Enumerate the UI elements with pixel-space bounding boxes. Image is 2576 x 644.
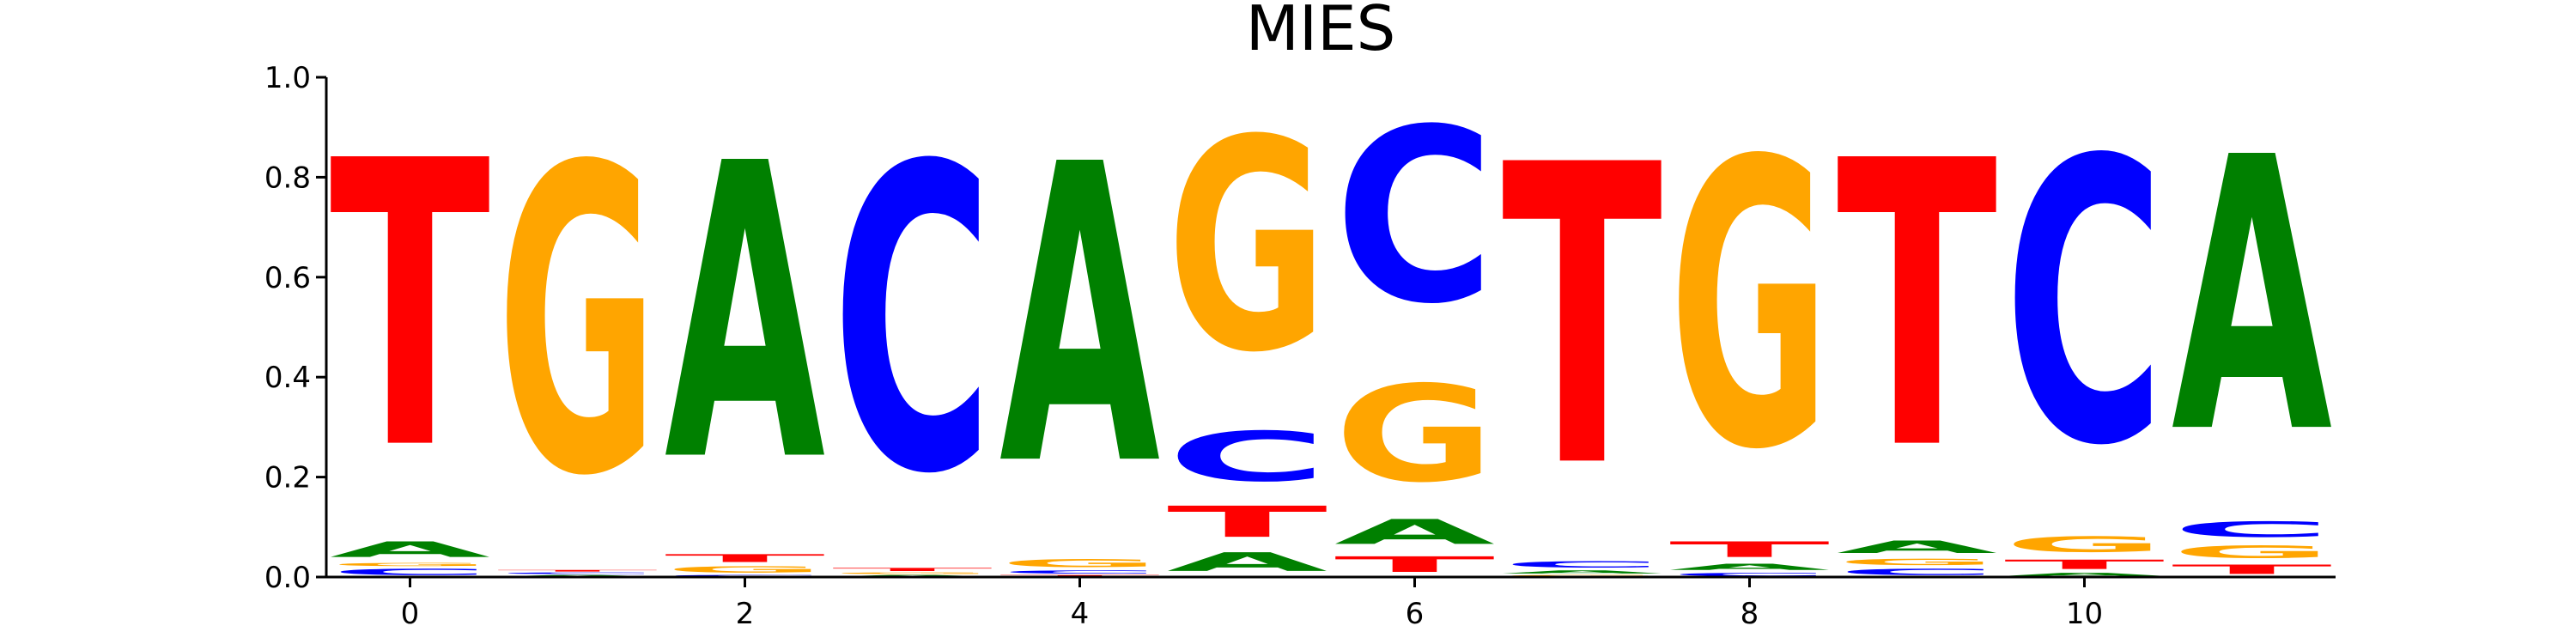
- logo-letter-A-pos-4: A: [999, 80, 1162, 556]
- logo-letter-A-pos-5: A: [1167, 547, 1327, 577]
- logo-letter-C-pos-1: C: [497, 572, 658, 574]
- logo-letter-A-pos-10: A: [2004, 572, 2165, 577]
- logo-letter-A-pos-9: A: [1837, 538, 1997, 557]
- logo-letter-C-pos-0: C: [330, 567, 490, 577]
- y-tick-label: 0.0: [264, 561, 311, 595]
- logo-letter-G-pos-8: G: [1669, 79, 1830, 537]
- logo-letter-G-pos-0: G: [330, 562, 490, 568]
- logo-letter-T-pos-7: T: [1502, 79, 1664, 559]
- logo-letter-T-pos-1: T: [497, 569, 658, 572]
- x-tick-label: 0: [401, 597, 420, 631]
- logo-letter-A-pos-11: A: [2172, 79, 2334, 516]
- logo-letter-C-pos-3: C: [832, 78, 993, 566]
- y-tick-label: 0.4: [264, 361, 311, 395]
- axes: 0.0 0.2 0.4 0.6 0.8 1.0 0 2 4 6 8 10: [264, 61, 2336, 631]
- logo-letter-G-pos-1: G: [497, 79, 658, 569]
- logo-letter-G-pos-11: G: [2172, 542, 2332, 562]
- logo-letter-A-pos-2: A: [665, 78, 827, 550]
- logo-letter-C-pos-9: C: [1837, 567, 1997, 577]
- logo-letter-A-pos-6: A: [1334, 512, 1495, 551]
- logo-letter-A-pos-7: A: [1502, 569, 1662, 574]
- logo-letter-T-pos-10: T: [2004, 557, 2165, 572]
- logo-letter-T-pos-0: T: [330, 78, 492, 535]
- logo-glyphs: CGATACTGCGTAAGTCTCGAATCGTAGCGACTCATGCGAT…: [330, 77, 2334, 577]
- y-tick-label: 1.0: [264, 61, 311, 95]
- logo-letter-T-pos-2: T: [665, 552, 825, 564]
- chart-title: MIES: [1246, 0, 1396, 64]
- logo-letter-A-pos-8: A: [1669, 562, 1830, 573]
- x-tick-label: 8: [1741, 597, 1759, 631]
- logo-letter-C-pos-4: C: [999, 569, 1160, 574]
- x-tick-label: 2: [736, 597, 755, 631]
- logo-letter-T-pos-11: T: [2172, 562, 2332, 577]
- x-tick-label: 6: [1406, 597, 1425, 631]
- logo-letter-C-pos-11: C: [2172, 517, 2332, 542]
- logo-letter-T-pos-8: T: [1669, 537, 1830, 562]
- logo-letter-C-pos-7: C: [1502, 560, 1662, 570]
- logo-letter-C-pos-6: C: [1334, 77, 1495, 355]
- logo-letter-T-pos-6: T: [1334, 552, 1495, 577]
- logo-letter-G-pos-3: G: [832, 572, 993, 574]
- logo-letter-A-pos-0: A: [330, 537, 490, 562]
- x-tick-label: 10: [2066, 597, 2103, 631]
- logo-letter-G-pos-9: G: [1837, 557, 1997, 568]
- y-tick-label: 0.6: [264, 261, 311, 295]
- logo-letter-G-pos-10: G: [2004, 532, 2165, 557]
- logo-letter-G-pos-5: G: [1167, 78, 1327, 416]
- y-tick-label: 0.8: [264, 161, 311, 195]
- logo-letter-G-pos-4: G: [999, 557, 1160, 569]
- logo-letter-G-pos-6: G: [1334, 357, 1495, 512]
- logo-letter-T-pos-9: T: [1837, 78, 1999, 535]
- logo-letter-C-pos-8: C: [1669, 572, 1830, 577]
- y-tick-label: 0.2: [264, 461, 311, 495]
- logo-letter-C-pos-5: C: [1167, 417, 1327, 497]
- logo-letter-G-pos-2: G: [665, 565, 825, 575]
- logo-letter-T-pos-5: T: [1167, 497, 1327, 547]
- logo-letter-C-pos-10: C: [2004, 78, 2165, 531]
- logo-letter-T-pos-3: T: [832, 567, 993, 572]
- x-tick-label: 4: [1071, 597, 1090, 631]
